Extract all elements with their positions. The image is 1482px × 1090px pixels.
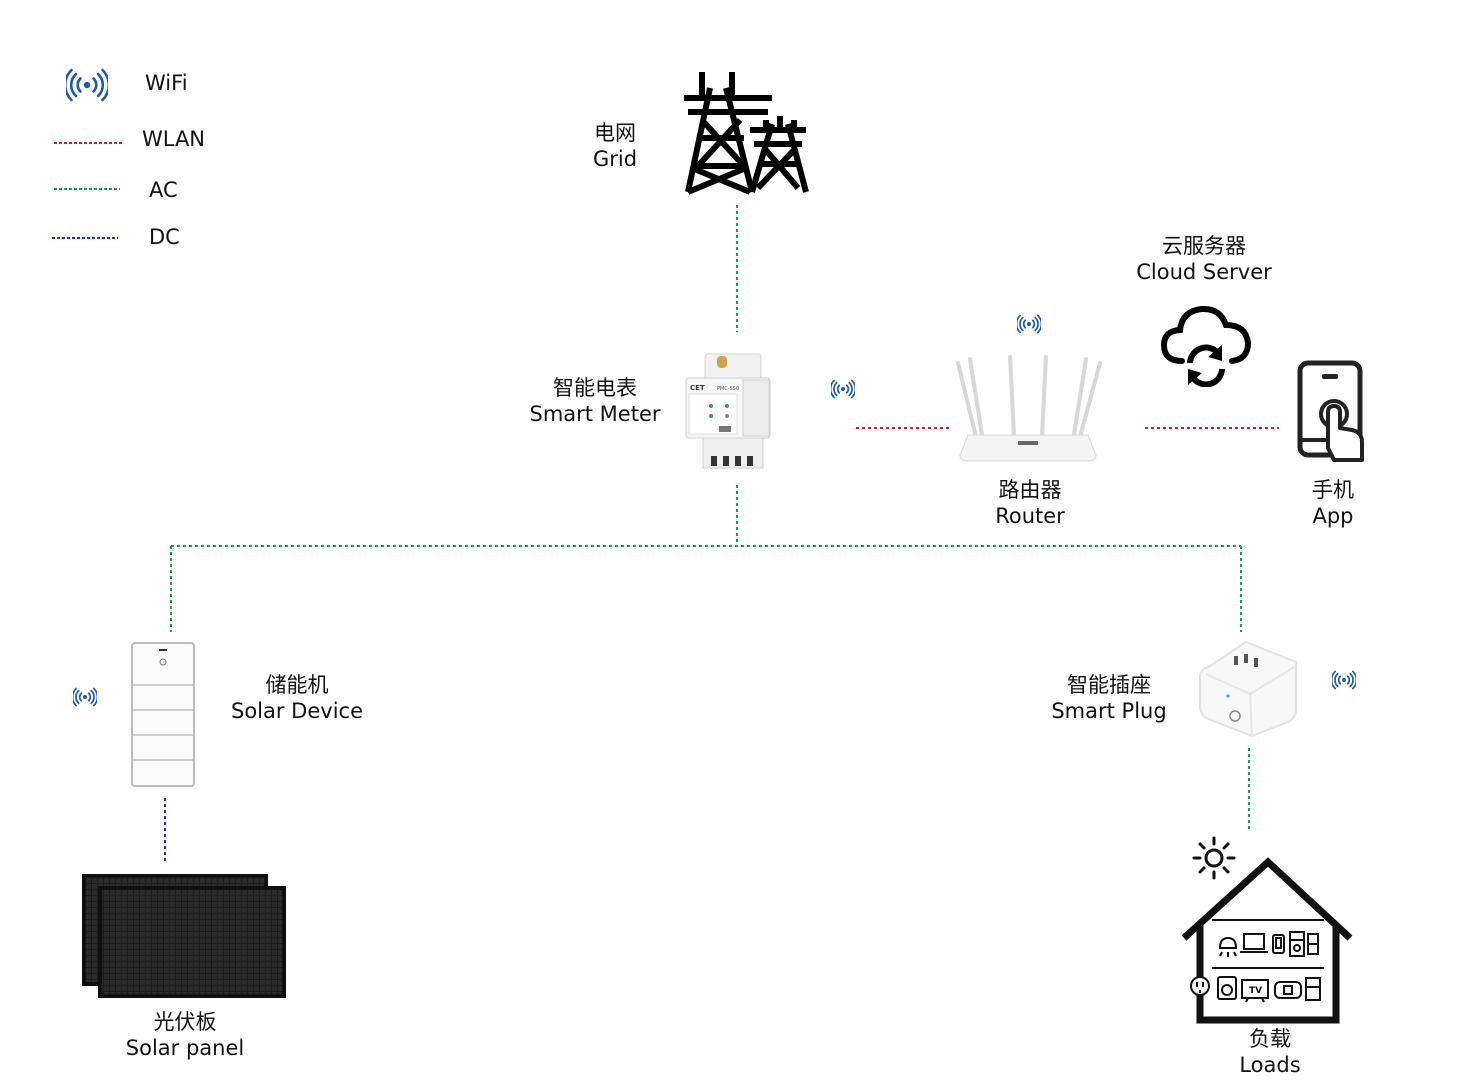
- cloud-server-label-en: Cloud Server: [1136, 260, 1272, 284]
- legend-wifi-icon: [66, 68, 108, 102]
- router-label: 路由器 Router: [970, 477, 1090, 529]
- legend-wifi-label: WiFi: [145, 71, 188, 95]
- app-label-zh: 手机: [1312, 478, 1354, 502]
- cloud-server-label-zh: 云服务器: [1162, 234, 1246, 258]
- tv-text: TV: [1249, 986, 1262, 996]
- grid-label-zh: 电网: [594, 121, 636, 145]
- grid-label-en: Grid: [592, 147, 638, 171]
- grid-label: 电网 Grid: [575, 120, 655, 172]
- app-label: 手机 App: [1283, 477, 1383, 529]
- solar-device-label: 储能机 Solar Device: [222, 672, 372, 724]
- loads-label-zh: 负载: [1249, 1027, 1291, 1051]
- sun-icon: [1192, 836, 1236, 880]
- legend-wlan-label: WLAN: [142, 127, 206, 151]
- legend-dc-label: DC: [149, 225, 180, 249]
- meter-wifi-icon: [831, 379, 855, 399]
- router-label-zh: 路由器: [998, 478, 1062, 502]
- loads-label: 负载 Loads: [1210, 1026, 1330, 1078]
- phone-touch-icon: [1297, 360, 1364, 462]
- solar-panel-label: 光伏板 Solar panel: [110, 1009, 260, 1061]
- legend-dc-line: [52, 237, 118, 239]
- smart-meter-label-en: Smart Meter: [529, 402, 661, 426]
- power-tower-icon: [684, 72, 809, 195]
- smart-plug-icon: [1199, 640, 1297, 738]
- smart-plug-wifi-icon: [1332, 670, 1356, 690]
- cloud-sync-icon: [1160, 305, 1252, 387]
- solar-panel-label-zh: 光伏板: [153, 1010, 217, 1034]
- smart-meter-label: 智能电表 Smart Meter: [515, 375, 675, 427]
- smart-plug-label-en: Smart Plug: [1051, 699, 1167, 723]
- solar-device-label-en: Solar Device: [230, 699, 363, 723]
- solar-device-wifi-icon: [73, 687, 97, 707]
- legend-wlan-line: [54, 142, 124, 144]
- loads-label-en: Loads: [1239, 1053, 1301, 1077]
- legend-ac-label: AC: [149, 178, 178, 202]
- smart-meter-icon: CET PMC-S50: [685, 353, 771, 469]
- solar-panel-label-en: Solar panel: [125, 1036, 245, 1060]
- router-icon: [956, 355, 1102, 462]
- smart-plug-label-zh: 智能插座: [1067, 673, 1151, 697]
- router-wifi-icon: [1017, 314, 1041, 334]
- legend-ac-line: [54, 188, 120, 190]
- solar-device-label-zh: 储能机: [265, 673, 329, 697]
- solar-panel-icon: [82, 874, 286, 998]
- meter-model-text: PMC-S50: [717, 386, 739, 392]
- house-loads-icon: TV: [1181, 836, 1353, 1024]
- app-label-en: App: [1312, 504, 1354, 528]
- smart-meter-label-zh: 智能电表: [553, 376, 637, 400]
- cloud-server-label: 云服务器 Cloud Server: [1124, 233, 1284, 285]
- smart-plug-label: 智能插座 Smart Plug: [1034, 672, 1184, 724]
- energy-storage-icon: [131, 642, 195, 787]
- router-label-en: Router: [995, 504, 1065, 528]
- meter-brand-text: CET: [690, 384, 705, 392]
